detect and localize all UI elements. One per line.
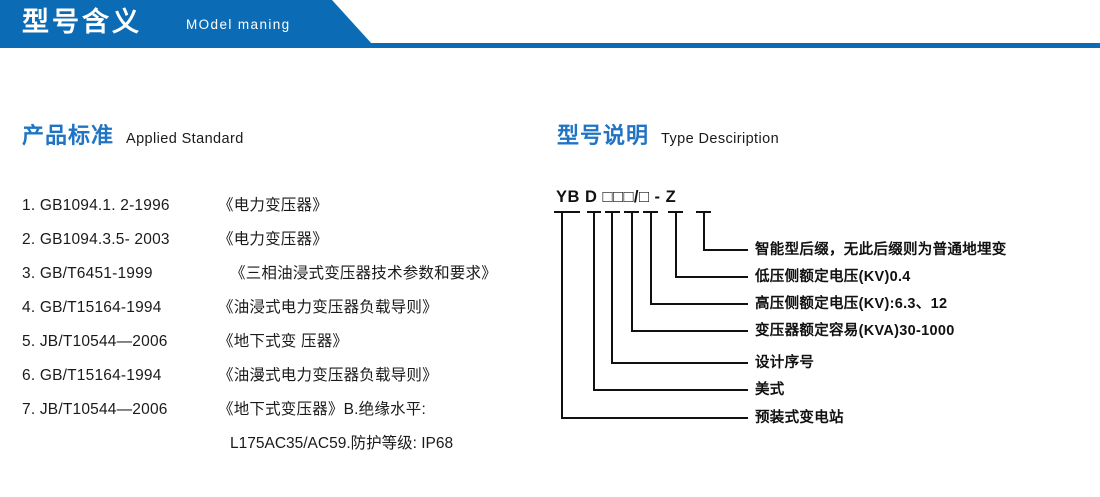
section-heading-applied-standard: 产品标准 Applied Standard [22, 118, 244, 150]
standard-title: 《电力变压器》 [218, 197, 328, 214]
standard-code: 2. GB1094.3.5- 2003 [22, 231, 170, 248]
type-label: 美式 [755, 382, 785, 398]
standards-list-item: 6. GB/T15164-1994 《油漫式电力变压器负载导则》 [22, 363, 542, 397]
standard-code: 6. GB/T15164-1994 [22, 367, 162, 384]
type-label: 变压器额定容易(KVA)30-1000 [755, 323, 955, 339]
banner-underline-rule [0, 43, 1100, 48]
section-heading-type-description: 型号说明 Type Desciription [557, 118, 779, 150]
standards-list-item: 1. GB1094.1. 2-1996 《电力变压器》 [22, 193, 542, 227]
type-label: 低压侧额定电压(KV)0.4 [755, 269, 911, 285]
standards-list-item: 3. GB/T6451-1999 《三相油浸式变压器技术参数和要求》 [22, 261, 542, 295]
banner-subtitle: MOdel maning [186, 17, 291, 32]
section-heading-cn: 产品标准 [22, 123, 115, 148]
page-header-banner: 型号含义 MOdel maning [0, 0, 1100, 48]
type-label: 高压侧额定电压(KV):6.3、12 [755, 296, 948, 312]
type-label: 设计序号 [755, 355, 815, 371]
model-code-string: YB D □□□/□ - Z [556, 188, 677, 206]
section-heading-en: Type Desciription [661, 131, 780, 147]
section-heading-cn: 型号说明 [557, 123, 650, 148]
standard-title: 《电力变压器》 [218, 231, 328, 248]
type-description-labels: 智能型后缀，无此后缀则为普通地埋变 低压侧额定电压(KV)0.4 高压侧额定电压… [548, 188, 1088, 438]
standard-title: 《油漫式电力变压器负载导则》 [218, 367, 438, 384]
standards-list: 1. GB1094.1. 2-1996 《电力变压器》 2. GB1094.3.… [22, 193, 542, 465]
type-label: 智能型后缀，无此后缀则为普通地埋变 [755, 242, 1007, 258]
standard-title: 《地下式变 压器》 [218, 333, 349, 350]
standard-title: 《三相油浸式变压器技术参数和要求》 [230, 265, 497, 282]
banner-shape [0, 0, 372, 44]
standards-list-item: 5. JB/T10544—2006 《地下式变 压器》 [22, 329, 542, 363]
standard-title: 《油浸式电力变压器负载导则》 [218, 299, 438, 316]
standard-code: 7. JB/T10544—2006 [22, 401, 168, 418]
standards-list-item: 4. GB/T15164-1994 《油浸式电力变压器负载导则》 [22, 295, 542, 329]
type-description-diagram: YB D □□□/□ - Z 智能型后缀，无此后缀则为普通地埋变 低压侧额定电压… [548, 188, 1088, 438]
standard-code: 4. GB/T15164-1994 [22, 299, 162, 316]
section-heading-en: Applied Standard [126, 131, 244, 147]
standard-code: 1. GB1094.1. 2-1996 [22, 197, 170, 214]
leader-lines [554, 211, 748, 419]
standard-title: 《地下式变压器》B.绝缘水平: [218, 401, 426, 418]
standard-title-continuation: L175AC35/AC59.防护等级: IP68 [230, 435, 454, 452]
type-label: 预装式变电站 [755, 410, 844, 426]
standard-code: 5. JB/T10544—2006 [22, 333, 168, 350]
standard-code: 3. GB/T6451-1999 [22, 265, 153, 282]
banner-title: 型号含义 [22, 7, 142, 37]
standards-list-item: 2. GB1094.3.5- 2003 《电力变压器》 [22, 227, 542, 261]
standards-list-item: 7. JB/T10544—2006 《地下式变压器》B.绝缘水平: [22, 397, 542, 431]
